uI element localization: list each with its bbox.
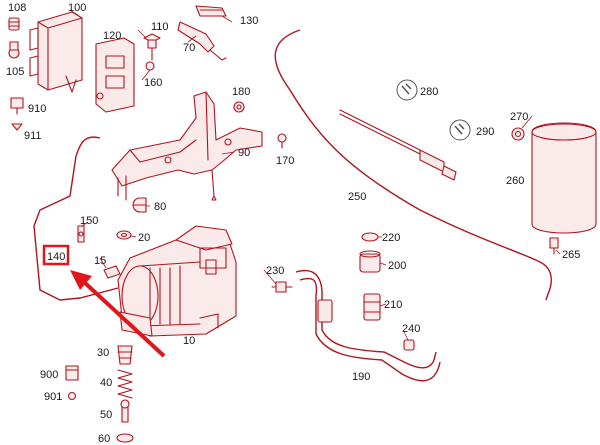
label-120: 120	[103, 30, 121, 42]
part-60[interactable]	[116, 433, 134, 443]
part-240[interactable]	[403, 339, 415, 351]
label-240: 240	[402, 323, 420, 335]
label-900: 900	[40, 369, 58, 381]
label-105: 105	[6, 66, 24, 78]
label-210: 210	[384, 299, 402, 311]
part-130[interactable]	[195, 5, 227, 17]
label-150: 150	[80, 215, 98, 227]
part-160[interactable]	[145, 61, 155, 71]
wrench-icon	[396, 79, 418, 101]
part-15[interactable]	[103, 265, 121, 279]
label-70: 70	[183, 42, 195, 54]
label-230: 230	[266, 265, 284, 277]
label-90: 90	[238, 147, 250, 159]
part-105[interactable]	[8, 41, 20, 59]
label-80: 80	[154, 201, 166, 213]
part-100[interactable]	[29, 11, 83, 93]
label-250: 250	[348, 191, 366, 203]
rod-280[interactable]	[339, 109, 421, 155]
label-130: 130	[240, 15, 258, 27]
label-60: 60	[98, 433, 110, 445]
label-280: 280	[420, 86, 438, 98]
label-40: 40	[100, 377, 112, 389]
label-901: 901	[44, 391, 62, 403]
label-108: 108	[8, 2, 26, 14]
label-170: 170	[276, 155, 294, 167]
part-910[interactable]	[10, 97, 24, 115]
label-911: 911	[24, 130, 42, 142]
highlight-arrow	[70, 270, 166, 358]
label-180: 180	[232, 86, 250, 98]
label-270: 270	[510, 111, 528, 123]
reservoir-260[interactable]	[531, 122, 597, 234]
part-210[interactable]	[363, 293, 381, 321]
part-180[interactable]	[233, 101, 245, 113]
part-20[interactable]	[116, 230, 132, 240]
part-901[interactable]	[67, 391, 77, 401]
label-260: 260	[506, 175, 524, 187]
line-190[interactable]	[295, 269, 441, 382]
label-30: 30	[97, 347, 109, 359]
label-50: 50	[100, 409, 112, 421]
part-120[interactable]	[95, 37, 135, 113]
part-150[interactable]	[77, 225, 85, 243]
label-10: 10	[183, 335, 195, 347]
label-910: 910	[28, 103, 46, 115]
label-140[interactable]: 140	[47, 251, 65, 263]
compressor-10[interactable]	[117, 225, 237, 337]
label-220: 220	[382, 232, 400, 244]
label-200: 200	[388, 260, 406, 272]
part-200[interactable]	[359, 250, 381, 273]
label-190: 190	[352, 371, 370, 383]
part-110[interactable]	[143, 33, 161, 61]
fitting-290[interactable]	[419, 149, 457, 181]
part-265[interactable]	[549, 237, 559, 255]
part-220[interactable]	[361, 232, 379, 242]
label-110: 110	[151, 21, 169, 33]
highlight-box-140	[42, 244, 70, 266]
label-160: 160	[144, 77, 162, 89]
part-70[interactable]	[177, 21, 227, 61]
label-290: 290	[476, 126, 494, 138]
part-170[interactable]	[277, 133, 287, 149]
wrench-icon	[449, 119, 471, 141]
label-15: 15	[94, 255, 106, 267]
part-270[interactable]	[511, 127, 525, 141]
part-911[interactable]	[11, 123, 23, 131]
part-108[interactable]	[8, 17, 20, 31]
label-265: 265	[562, 249, 580, 261]
label-100: 100	[68, 2, 86, 14]
part-30[interactable]	[117, 345, 133, 365]
label-20: 20	[138, 232, 150, 244]
part-230[interactable]	[271, 281, 293, 293]
part-900[interactable]	[65, 365, 79, 381]
hose-250[interactable]	[274, 29, 552, 301]
part-50[interactable]	[120, 399, 130, 423]
part-40[interactable]	[117, 369, 133, 399]
pipe-140[interactable]	[33, 136, 119, 301]
part-80[interactable]	[132, 197, 147, 213]
bracket-90[interactable]	[111, 91, 263, 201]
